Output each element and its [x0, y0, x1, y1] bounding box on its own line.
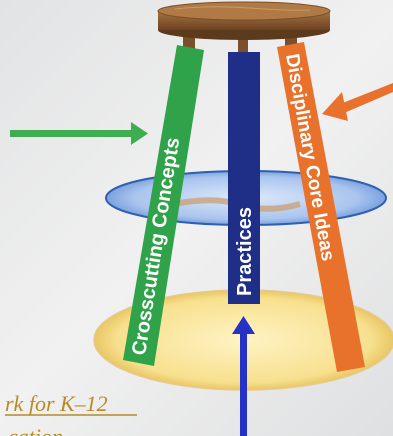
caption-line-1: rk for K–12 — [5, 391, 108, 416]
right-arrow-icon — [322, 83, 393, 121]
caption-line-2: cation — [8, 424, 63, 436]
bottom-arrow-icon — [232, 316, 255, 436]
stool-wood-leg — [238, 30, 248, 56]
leg-label-practices: Practices — [234, 207, 256, 296]
leg-practices: Practices — [228, 52, 260, 304]
left-arrow-icon — [10, 122, 148, 145]
stool-seat — [157, 1, 331, 40]
